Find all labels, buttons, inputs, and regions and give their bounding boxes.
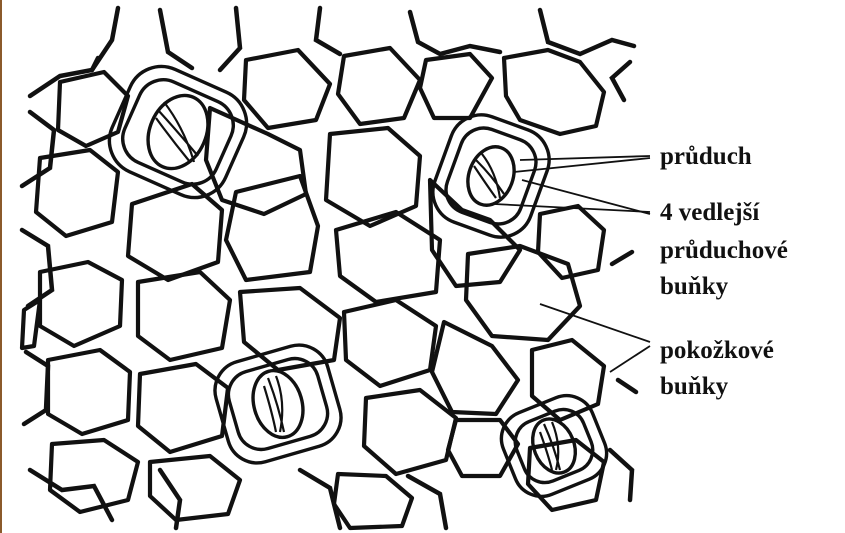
- leader-pokozkove-2: [610, 346, 650, 372]
- stoma-bottom-middle: [208, 338, 348, 470]
- leader-pokozkove-1: [540, 304, 650, 342]
- labels: průduch 4 vedlejší průduchové buňky poko…: [660, 143, 788, 400]
- epidermis-cells: [22, 48, 604, 528]
- label-vedlejsi-line2: průduchové: [660, 237, 788, 264]
- label-vedlejsi-line1: 4 vedlejší: [660, 199, 760, 226]
- label-pruduch: průduch: [660, 143, 752, 170]
- stoma-top-left: [99, 56, 258, 209]
- label-vedlejsi-line3: buňky: [660, 273, 729, 300]
- label-pokozkove-line1: pokožkové: [660, 337, 774, 364]
- label-pokozkove-line2: buňky: [660, 373, 729, 400]
